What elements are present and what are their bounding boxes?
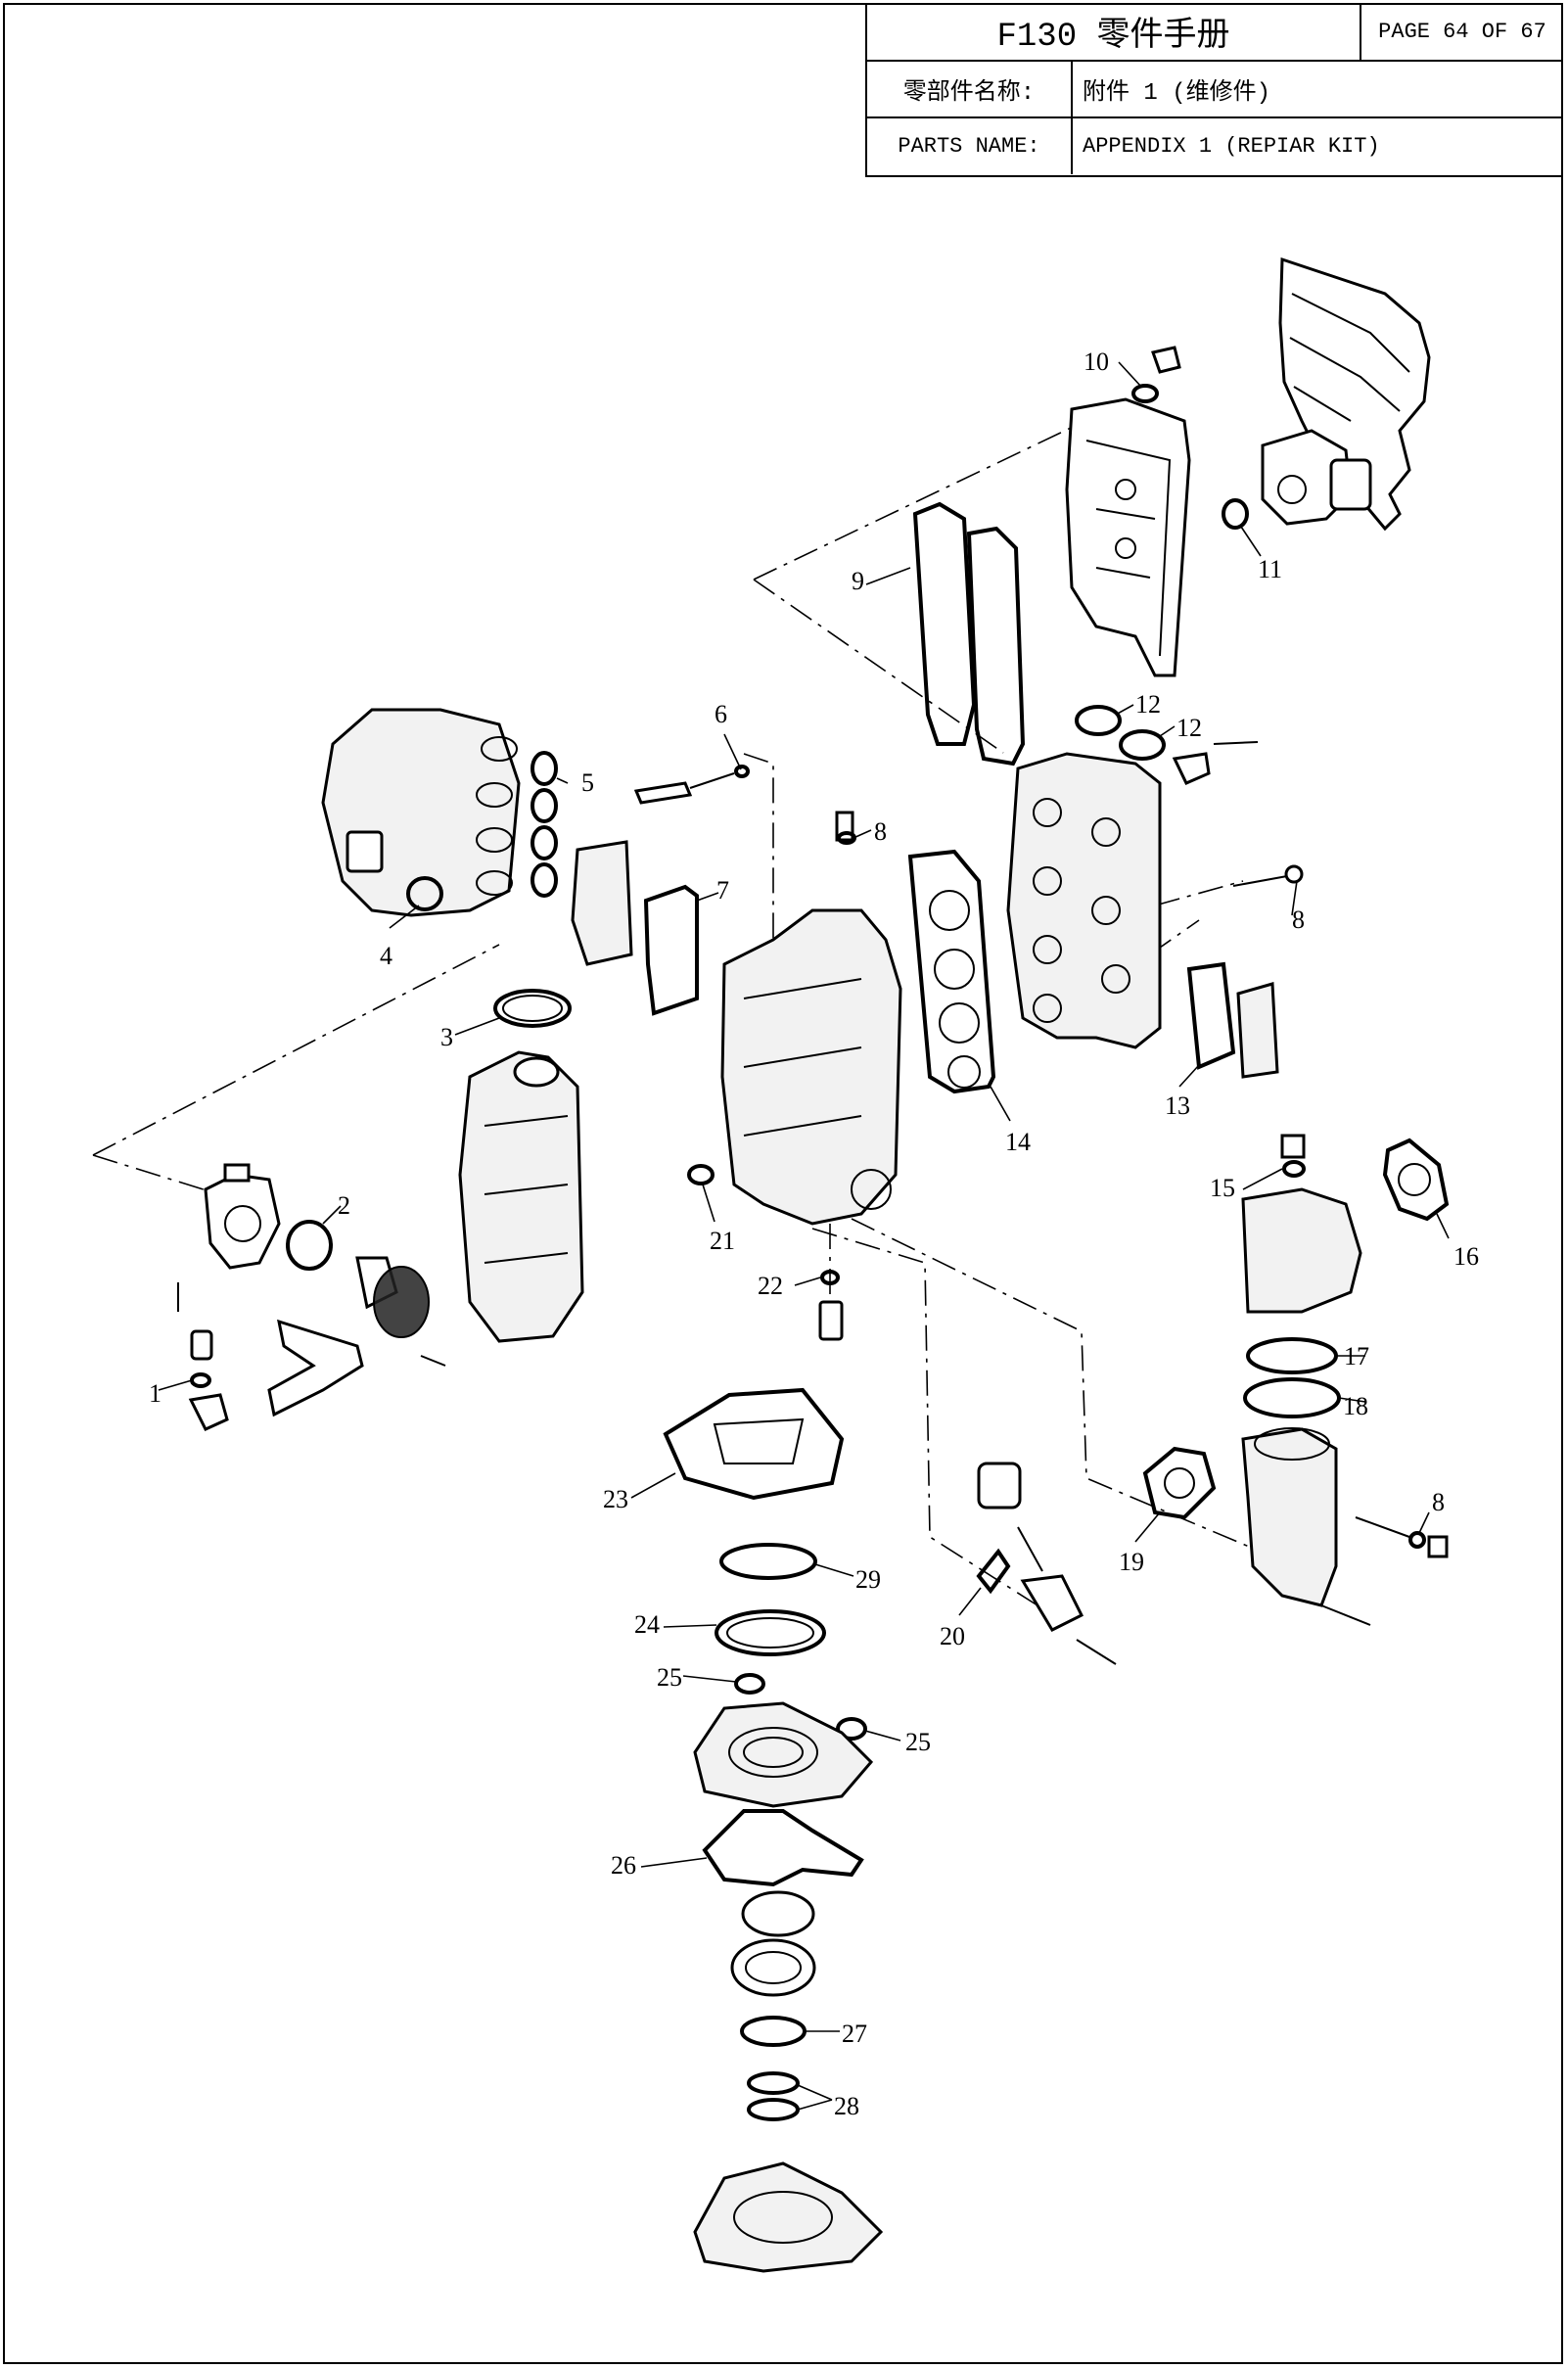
oil-filler-cap xyxy=(1151,346,1181,374)
callout-2: 2 xyxy=(338,1191,350,1220)
fuel-fitting-1 xyxy=(177,1282,229,1431)
dowel-22 xyxy=(818,1270,844,1341)
seal-2 xyxy=(286,1220,333,1271)
callout-4: 4 xyxy=(380,942,392,970)
parts-name-value-cn: 附件 1 (维修件) xyxy=(1073,62,1563,118)
cam-sensor xyxy=(1172,741,1259,785)
callout-28: 28 xyxy=(834,2092,859,2120)
callout-17: 17 xyxy=(1344,1342,1369,1370)
title-block: F130 零件手册 PAGE 64 OF 67 零部件名称: 附件 1 (维修件… xyxy=(865,3,1563,177)
gasket-7 xyxy=(643,884,699,1016)
cylinder-block xyxy=(720,811,902,1226)
oil-filter xyxy=(977,1462,1043,1572)
oil-seal-12b xyxy=(1119,729,1166,761)
callout-9: 9 xyxy=(852,567,864,595)
cylinder-head xyxy=(1006,752,1162,1049)
gasket-16 xyxy=(1382,1138,1450,1222)
air-filter xyxy=(355,1256,430,1338)
document-title: F130 零件手册 xyxy=(867,3,1361,62)
exhaust-guide xyxy=(1241,1427,1338,1607)
callout-8a: 8 xyxy=(874,817,887,846)
gasket-13 xyxy=(1186,961,1236,1070)
callout-7: 7 xyxy=(716,876,729,905)
callout-22: 22 xyxy=(758,1272,783,1300)
intake-manifold xyxy=(321,708,521,917)
seal-27 xyxy=(740,2016,807,2047)
relief-valve xyxy=(1020,1574,1117,1665)
callout-25a: 25 xyxy=(657,1663,682,1692)
callout-labels: 1 2 3 4 5 6 7 8 8 8 9 10 11 12 12 13 14 … xyxy=(149,348,1479,2120)
bolt xyxy=(1320,1604,1371,1626)
callout-12a: 12 xyxy=(1135,690,1161,719)
bracket xyxy=(267,1319,446,1417)
o-ring-29 xyxy=(719,1543,817,1580)
oil-seal-3 xyxy=(493,989,572,1028)
callout-27: 27 xyxy=(842,2020,867,2048)
seal-24 xyxy=(715,1609,826,1656)
valve-cover-gasket xyxy=(912,501,1026,766)
callout-15: 15 xyxy=(1210,1174,1235,1202)
o-ring-11 xyxy=(1222,498,1249,530)
o-ring-21 xyxy=(687,1164,715,1185)
callout-5: 5 xyxy=(581,768,594,797)
parts-name-label-en: PARTS NAME: xyxy=(867,118,1073,174)
parts-name-value-en: APPENDIX 1 (REPIAR KIT) xyxy=(1083,134,1380,159)
oil-seal-12a xyxy=(1075,705,1122,736)
seal-28a xyxy=(747,2071,800,2095)
exhaust-elbow xyxy=(1241,1134,1362,1314)
seal-28b xyxy=(747,2098,800,2121)
bolt-8c xyxy=(1355,1516,1449,1558)
oil-pump-rotors xyxy=(730,1890,816,1997)
thermostat-cover xyxy=(1261,429,1372,526)
callout-24: 24 xyxy=(634,1610,660,1639)
callout-18: 18 xyxy=(1343,1392,1368,1420)
lower-casing xyxy=(693,2161,884,2273)
callout-8b: 8 xyxy=(1292,906,1305,934)
callout-3: 3 xyxy=(440,1023,453,1051)
callout-26: 26 xyxy=(611,1851,636,1880)
head-gasket xyxy=(907,849,996,1094)
gasket-26 xyxy=(702,1809,864,1887)
gasket-20 xyxy=(976,1548,1011,1595)
callout-13: 13 xyxy=(1165,1092,1190,1120)
o-ring-18 xyxy=(1243,1377,1341,1418)
callout-1: 1 xyxy=(149,1379,161,1408)
callout-19: 19 xyxy=(1119,1548,1144,1576)
callout-8c: 8 xyxy=(1432,1488,1445,1516)
oil-pan-gasket xyxy=(663,1387,845,1501)
callout-14: 14 xyxy=(1005,1128,1031,1156)
o-ring-17 xyxy=(1246,1337,1338,1374)
exhaust-cover xyxy=(1278,256,1431,532)
callout-10: 10 xyxy=(1084,348,1109,376)
anode-bolt xyxy=(1232,864,1304,887)
callout-20: 20 xyxy=(940,1622,965,1650)
o-ring-4 xyxy=(406,876,443,911)
page-number: PAGE 64 OF 67 xyxy=(1361,3,1563,62)
oil-pump-housing xyxy=(693,1701,874,1808)
leader-lines xyxy=(158,361,1450,2111)
cylinder-head-cover xyxy=(1065,397,1191,677)
gasket-19 xyxy=(1142,1446,1217,1520)
callout-16: 16 xyxy=(1453,1242,1479,1271)
callout-12b: 12 xyxy=(1176,714,1202,742)
callout-23: 23 xyxy=(603,1485,628,1513)
cover-plate xyxy=(571,840,633,966)
cover-plate-13 xyxy=(1236,982,1279,1079)
o-ring-25b xyxy=(836,1717,867,1741)
crankcase xyxy=(458,1050,584,1343)
page-border xyxy=(3,3,1563,2364)
callout-6: 6 xyxy=(715,700,727,728)
callout-21: 21 xyxy=(710,1227,735,1255)
sensor-6 xyxy=(633,765,750,805)
parts-name-label-cn: 零部件名称: xyxy=(867,62,1073,118)
throttle-body xyxy=(204,1163,281,1270)
o-ring-10 xyxy=(1131,384,1159,403)
callout-29: 29 xyxy=(855,1565,881,1594)
callout-25b: 25 xyxy=(905,1728,931,1756)
o-ring-25a xyxy=(734,1673,765,1695)
callout-11: 11 xyxy=(1258,555,1282,583)
intake-gasket xyxy=(530,751,558,898)
